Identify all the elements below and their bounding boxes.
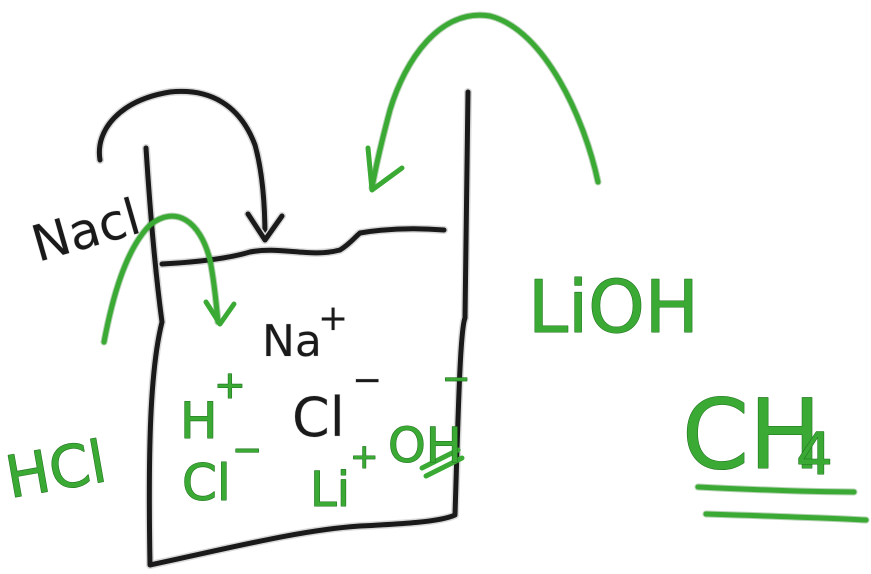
oh-ion-charge: −: [442, 359, 471, 399]
ch4-label: CH: [682, 379, 821, 491]
nacl-arrow-curve: [96, 88, 268, 241]
cl-ion-charge-2: −: [232, 430, 262, 471]
lioh-arrow-head: [365, 145, 405, 193]
cl-ion-charge: −: [352, 360, 382, 401]
nacl-arrow: [95, 87, 286, 244]
hcl-arrow-curve: [101, 213, 221, 345]
water-surface: [159, 226, 447, 267]
hcl-arrow-head: [203, 299, 237, 327]
oh-scribble: [419, 447, 465, 479]
lioh-arrow: [365, 11, 602, 193]
oh-ion-label: OH: [388, 418, 462, 474]
ch4-underline-top: [695, 484, 857, 495]
ch4-underline: [694, 483, 870, 524]
na-ion-label: Na: [262, 316, 322, 367]
lioh-arrow-curve: [369, 12, 601, 191]
nacl-arrow-head: [245, 211, 285, 243]
li-ion-charge: +: [350, 437, 379, 477]
lioh-label: LiOH: [528, 265, 699, 349]
ch4-underline-bottom: [703, 511, 869, 523]
cl-ion-label: Cl: [292, 386, 345, 449]
h-ion-label: H: [180, 392, 218, 450]
hcl-label: HCl: [1, 427, 112, 511]
li-ion-label: Li: [310, 462, 350, 518]
beaker-outline: [143, 89, 471, 568]
ch4-subscript: 4: [796, 420, 833, 488]
cl-ion-label-2: Cl: [182, 454, 231, 512]
na-ion-charge: +: [318, 298, 348, 339]
hcl-arrow: [100, 212, 237, 346]
beaker: [142, 88, 472, 569]
h-ion-charge: +: [214, 363, 246, 407]
